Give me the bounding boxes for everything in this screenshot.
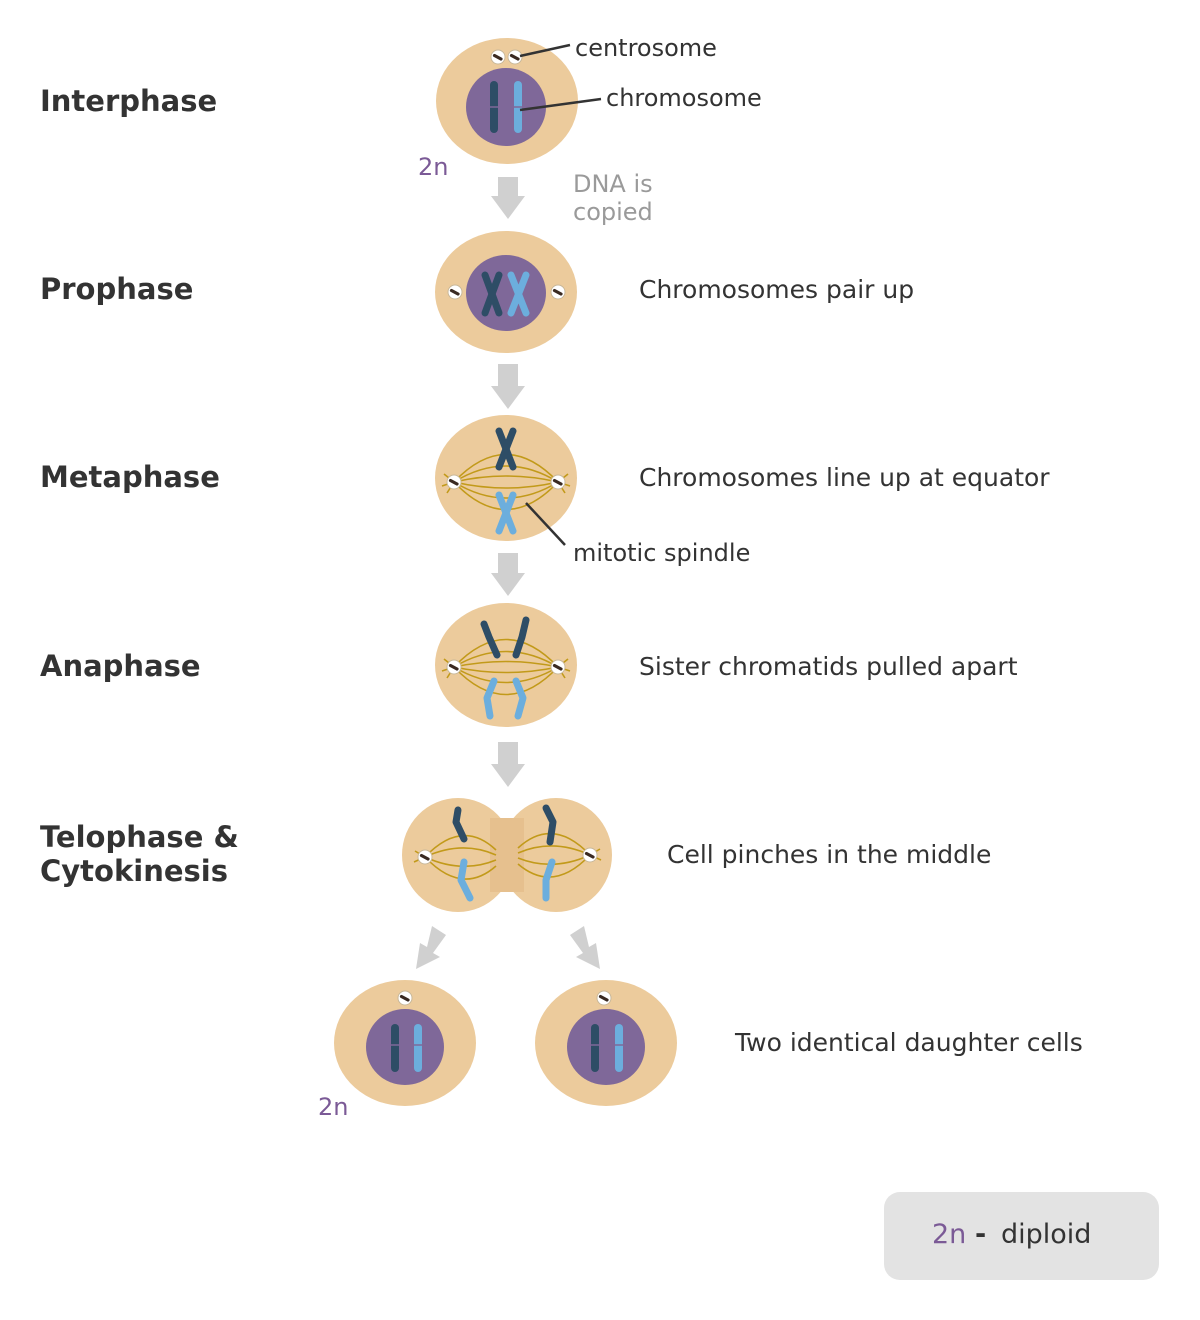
legend-symbol: 2n [932, 1219, 967, 1250]
chromosome-pointer [519, 97, 602, 112]
nucleus [466, 68, 546, 146]
legend-box: 2n - diploid [884, 1192, 1159, 1280]
centrosome-icon [416, 848, 434, 866]
centrosome-icon [595, 989, 613, 1007]
down-arrow [491, 742, 525, 787]
down-arrow [491, 553, 525, 596]
label-mitotic-spindle: mitotic spindle [573, 539, 751, 567]
flow-arrows [416, 177, 600, 969]
cell-body [435, 415, 577, 541]
cell-body-right [500, 798, 612, 912]
legend-meaning: diploid [1001, 1219, 1092, 1250]
daughter-cell-left [334, 980, 476, 1106]
centrosome-icon [445, 473, 463, 491]
prophase-cell [435, 231, 577, 353]
centrosome-icon [581, 846, 599, 864]
metaphase-cell [435, 415, 577, 546]
anaphase-cell [435, 603, 577, 727]
telophase-cell [402, 798, 612, 912]
desc-metaphase: Chromosomes line up at equator [639, 463, 1050, 492]
stage-prophase: Prophase [40, 272, 194, 306]
diagonal-arrow-right [570, 926, 600, 969]
stage-interphase: Interphase [40, 84, 218, 118]
label-dna-copied-line2: copied [573, 198, 653, 226]
stage-metaphase: Metaphase [40, 460, 220, 494]
centrosome-icon [549, 473, 567, 491]
desc-prophase: Chromosomes pair up [639, 275, 915, 304]
down-arrow [491, 364, 525, 409]
label-chromosome: chromosome [606, 84, 762, 112]
down-arrow [491, 177, 525, 219]
diagonal-arrow-left [416, 926, 446, 969]
nucleus [567, 1009, 645, 1085]
desc-telophase: Cell pinches in the middle [667, 840, 992, 869]
stage-anaphase: Anaphase [40, 649, 201, 683]
centrosome-icon [489, 48, 507, 66]
cell-body-left [402, 798, 514, 912]
ploidy-label-bottom: 2n [318, 1093, 349, 1121]
desc-anaphase: Sister chromatids pulled apart [639, 652, 1018, 681]
centrosome-pointer [519, 43, 571, 58]
stage-telophase-line2: Cytokinesis [40, 854, 228, 888]
centrosome-icon [446, 283, 464, 301]
nucleus [366, 1009, 444, 1085]
label-centrosome: centrosome [575, 34, 717, 62]
desc-daughter: Two identical daughter cells [735, 1028, 1083, 1057]
legend-dash: - [975, 1219, 987, 1250]
centrosome-icon [506, 48, 524, 66]
cell-body [435, 603, 577, 727]
spindle-pointer [525, 502, 566, 546]
centrosome-icon [549, 658, 567, 676]
ploidy-label-top: 2n [418, 153, 449, 181]
label-dna-copied-line1: DNA is [573, 170, 653, 198]
centrosome-icon [549, 283, 567, 301]
nucleus [466, 255, 546, 331]
interphase-cell [436, 38, 602, 164]
centrosome-icon [396, 989, 414, 1007]
stage-telophase-line1: Telophase & [40, 820, 239, 854]
centrosome-icon [445, 658, 463, 676]
daughter-cell-right [535, 980, 677, 1106]
